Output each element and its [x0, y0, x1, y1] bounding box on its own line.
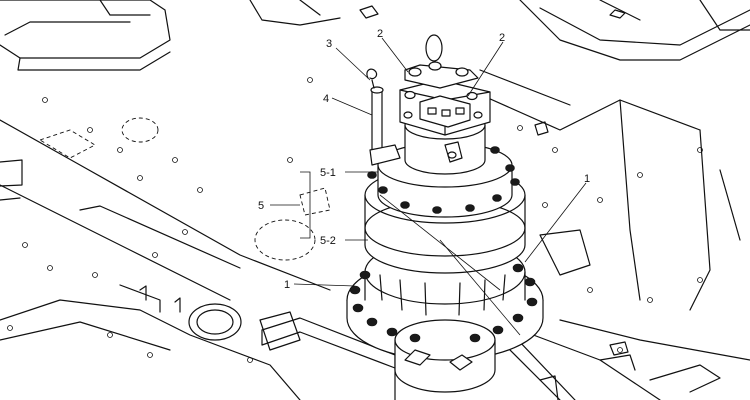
callout-1-left: 1 [284, 279, 290, 291]
callout-1-right: 1 [584, 173, 590, 185]
frame-holes [7, 77, 703, 363]
top-center-details [249, 0, 443, 62]
left-deck-frame [0, 119, 331, 400]
callout-3: 3 [326, 38, 332, 50]
level-gauge [366, 68, 401, 166]
upper-left-housing [0, 0, 171, 71]
callout-5-1: 5-1 [320, 167, 336, 179]
callout-2-left: 2 [377, 28, 383, 40]
motor-top [399, 61, 491, 175]
callout-4: 4 [323, 93, 329, 105]
callout-5: 5 [258, 200, 264, 212]
lower-flange-bolts [349, 263, 538, 343]
leader-lines [270, 37, 587, 336]
callout-2-right: 2 [499, 32, 505, 44]
housing-bolts [367, 146, 520, 214]
hidden-outlines [38, 117, 331, 261]
callout-labels: 3 2 2 4 5-1 5 5-2 1 1 [258, 28, 590, 291]
upper-right-frame [519, 0, 750, 61]
callout-5-2: 5-2 [320, 235, 336, 247]
right-structure [469, 69, 750, 400]
